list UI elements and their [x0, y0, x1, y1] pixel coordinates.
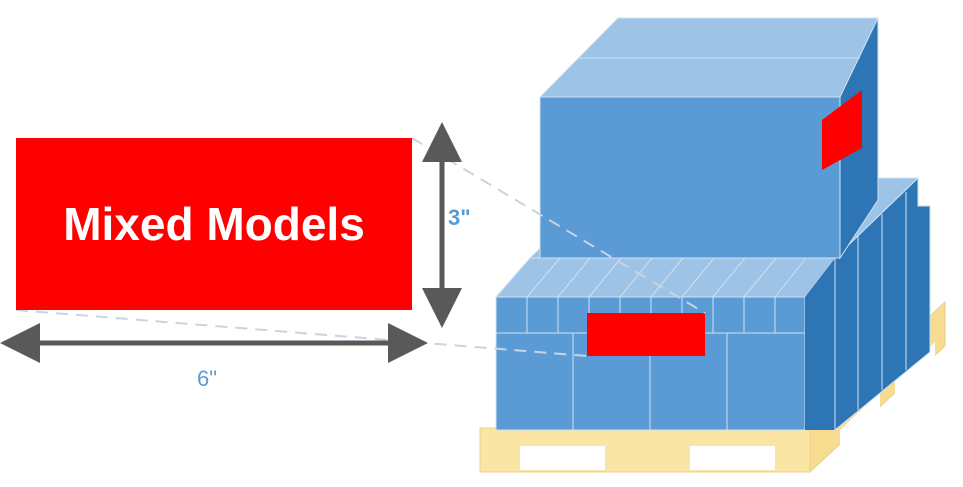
top-box — [538, 17, 879, 260]
enlarged-label — [16, 138, 412, 310]
width-dimension-label: 6" — [197, 366, 218, 391]
side-label-top-box — [822, 90, 862, 170]
height-dimension-label: 3" — [448, 205, 471, 230]
label-text: Mixed Models — [63, 198, 365, 250]
front-label-lower-box — [587, 313, 705, 356]
